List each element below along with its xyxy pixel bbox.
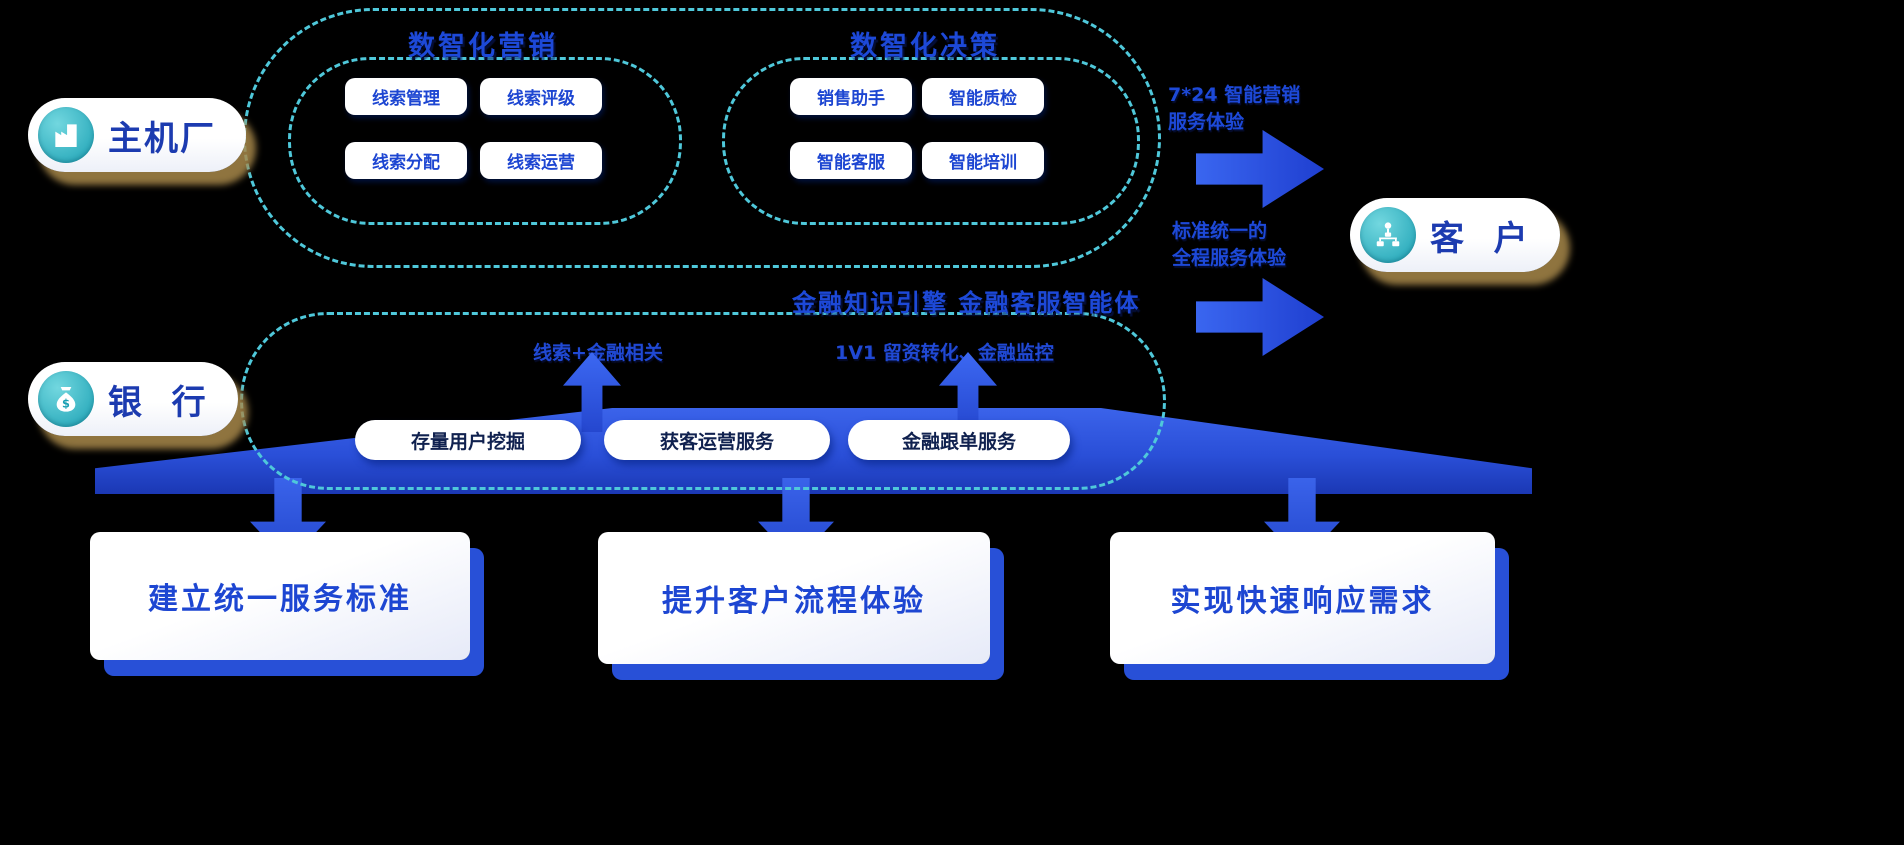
pill-acquisition-operation: 获客运营服务 <box>604 420 830 460</box>
customer-badge: 客 户 <box>1350 198 1560 272</box>
middle-dashed-box <box>240 312 1166 490</box>
arrow1-right-icon <box>1196 130 1324 208</box>
pill-financial-follow-up: 金融跟单服务 <box>848 420 1070 460</box>
oem-badge: 主机厂 <box>28 98 246 172</box>
middle-label-left: 线索+金融相关 <box>533 342 663 364</box>
goal-card-customer-experience: 提升客户流程体验 <box>598 532 990 664</box>
decision-title: 数智化决策 <box>850 31 1000 62</box>
customer-label: 客 户 <box>1430 218 1530 259</box>
arrow2-label: 标准统一的 全程服务体验 <box>1172 218 1286 271</box>
goal-card-unified-standard: 建立统一服务标准 <box>90 532 470 660</box>
customer-org-icon <box>1360 207 1416 263</box>
pill-smart-service: 智能客服 <box>790 142 912 179</box>
pill-lead-rating: 线索评级 <box>480 78 602 115</box>
pill-smart-training: 智能培训 <box>922 142 1044 179</box>
pill-existing-user-mining: 存量用户挖掘 <box>355 420 581 460</box>
pill-lead-distribution: 线索分配 <box>345 142 467 179</box>
arrow1-label-line1: 7*24 智能营销 <box>1168 84 1301 106</box>
pill-lead-management: 线索管理 <box>345 78 467 115</box>
svg-text:$: $ <box>62 396 70 410</box>
pill-smart-qc: 智能质检 <box>922 78 1044 115</box>
bank-badge: $ 银 行 <box>28 362 238 436</box>
marketing-title: 数智化营销 <box>408 31 558 62</box>
factory-icon <box>38 107 94 163</box>
arrow2-label-line1: 标准统一的 <box>1172 220 1268 242</box>
marketing-dashed-box <box>288 57 682 225</box>
bank-label: 银 行 <box>108 382 208 423</box>
moneybag-icon: $ <box>38 371 94 427</box>
goal-card-rapid-response: 实现快速响应需求 <box>1110 532 1495 664</box>
arrow1-label-line2: 服务体验 <box>1168 110 1245 133</box>
middle-title: 金融知识引擎 金融客服智能体 <box>792 289 1141 317</box>
decision-dashed-box <box>722 57 1140 225</box>
arrow1-label: 7*24 智能营销 服务体验 <box>1168 82 1300 135</box>
pill-lead-operation: 线索运营 <box>480 142 602 179</box>
middle-label-right: 1V1 留资转化、金融监控 <box>835 342 1054 364</box>
arrow2-label-line2: 全程服务体验 <box>1172 246 1287 269</box>
arrow2-right-icon <box>1196 278 1324 356</box>
oem-label: 主机厂 <box>108 118 216 159</box>
pill-sales-assistant: 销售助手 <box>790 78 912 115</box>
